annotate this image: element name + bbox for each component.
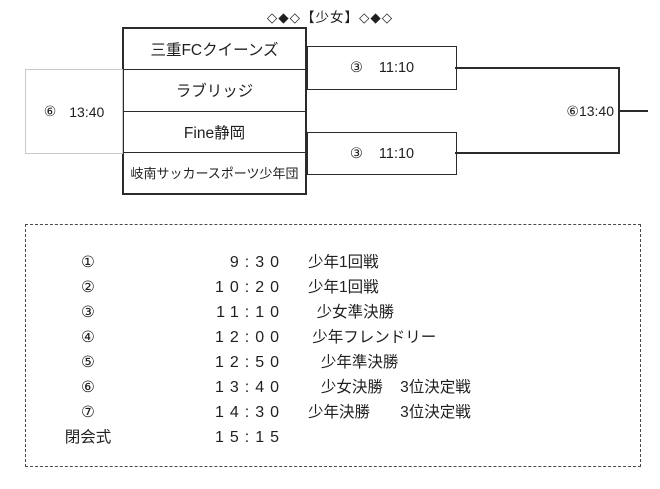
bracket-line-bottom-winner <box>455 152 620 154</box>
schedule-row: ⑦ 14:30 少年決勝 3位決定戦 <box>26 400 640 425</box>
semifinal-bottom-match-time: 11:10 <box>378 145 415 162</box>
page-title: ◇◆◇【少女】◇◆◇ <box>266 10 394 25</box>
third-place-match-number: ⑥ <box>43 103 57 119</box>
schedule-event: 少年1回戦 <box>308 254 379 271</box>
team-name-1: 三重FCクイーンズ <box>124 29 305 71</box>
team-name-3: Fine静岡 <box>124 112 305 153</box>
bracket-team-box: 三重FCクイーンズ ラブリッジ Fine静岡 岐南サッカースポーツ少年団 <box>122 27 307 195</box>
schedule-row: ④ 12:00 少年フレンドリー <box>26 325 640 350</box>
semifinal-top-match-number: ③ <box>349 60 363 76</box>
schedule-time: 11:10 <box>216 304 285 321</box>
team-name-2: ラブリッジ <box>124 70 305 112</box>
schedule-match-number: ⑥ <box>81 379 95 396</box>
final-match-number: ⑥ <box>566 103 579 119</box>
schedule-time: 15:15 <box>214 429 285 446</box>
schedule-match-number: ⑦ <box>81 404 95 421</box>
bracket-line-final-vertical <box>618 67 620 154</box>
schedule-event: 少年1回戦 <box>308 279 379 296</box>
schedule-time: 12:00 <box>214 329 285 346</box>
schedule-row: ⑤ 12:50 少年準決勝 <box>26 350 640 375</box>
schedule-time: 12:50 <box>214 354 285 371</box>
schedule-match-number: ⑤ <box>81 354 95 371</box>
schedule-event: 少年決勝 3位決定戦 <box>308 404 471 421</box>
semifinal-bottom-box: ③ 11:10 <box>307 132 457 175</box>
schedule-event: 少年準決勝 <box>308 354 399 371</box>
schedule-match-number: ④ <box>81 329 95 346</box>
schedule-row: ⑥ 13:40 少女決勝 3位決定戦 <box>26 375 640 400</box>
third-place-match-box: ⑥ 13:40 <box>25 69 123 154</box>
semifinal-top-box: ③ 11:10 <box>307 46 457 90</box>
schedule-match-number: ③ <box>81 304 95 321</box>
schedule-event: 少年フレンドリー <box>308 329 437 346</box>
final-match-time: 13:40 <box>578 103 614 119</box>
third-place-match-time: 13:40 <box>69 103 105 120</box>
schedule-time: 13:40 <box>214 379 285 396</box>
schedule-row: ① 9:30 少年1回戦 <box>26 250 640 275</box>
schedule-time: 10:20 <box>214 279 285 296</box>
schedule-row-closing-ceremony: 閉会式 15:15 <box>26 425 640 450</box>
schedule-row: ② 10:20 少年1回戦 <box>26 275 640 300</box>
bracket-line-top-winner <box>455 67 620 69</box>
schedule-row: ③ 11:10 少女準決勝 <box>26 300 640 325</box>
schedule-time: 14:30 <box>214 404 285 421</box>
schedule-event: 少女決勝 3位決定戦 <box>308 379 471 396</box>
bracket-line-final-stub <box>620 110 648 112</box>
final-match-label: ⑥13:40 <box>534 103 614 120</box>
schedule-box: ① 9:30 少年1回戦 ② 10:20 少年1回戦 ③ 11:10 少女準決勝… <box>25 224 641 467</box>
schedule-event: 少女準決勝 <box>308 304 395 321</box>
semifinal-bottom-match-number: ③ <box>349 145 363 162</box>
schedule-match-number: ① <box>81 254 95 271</box>
schedule-time: 9:30 <box>229 254 285 271</box>
semifinal-top-match-time: 11:10 <box>378 60 415 76</box>
schedule-match-number: ② <box>81 279 95 296</box>
team-name-4: 岐南サッカースポーツ少年団 <box>130 166 299 182</box>
schedule-match-number: 閉会式 <box>64 429 112 446</box>
